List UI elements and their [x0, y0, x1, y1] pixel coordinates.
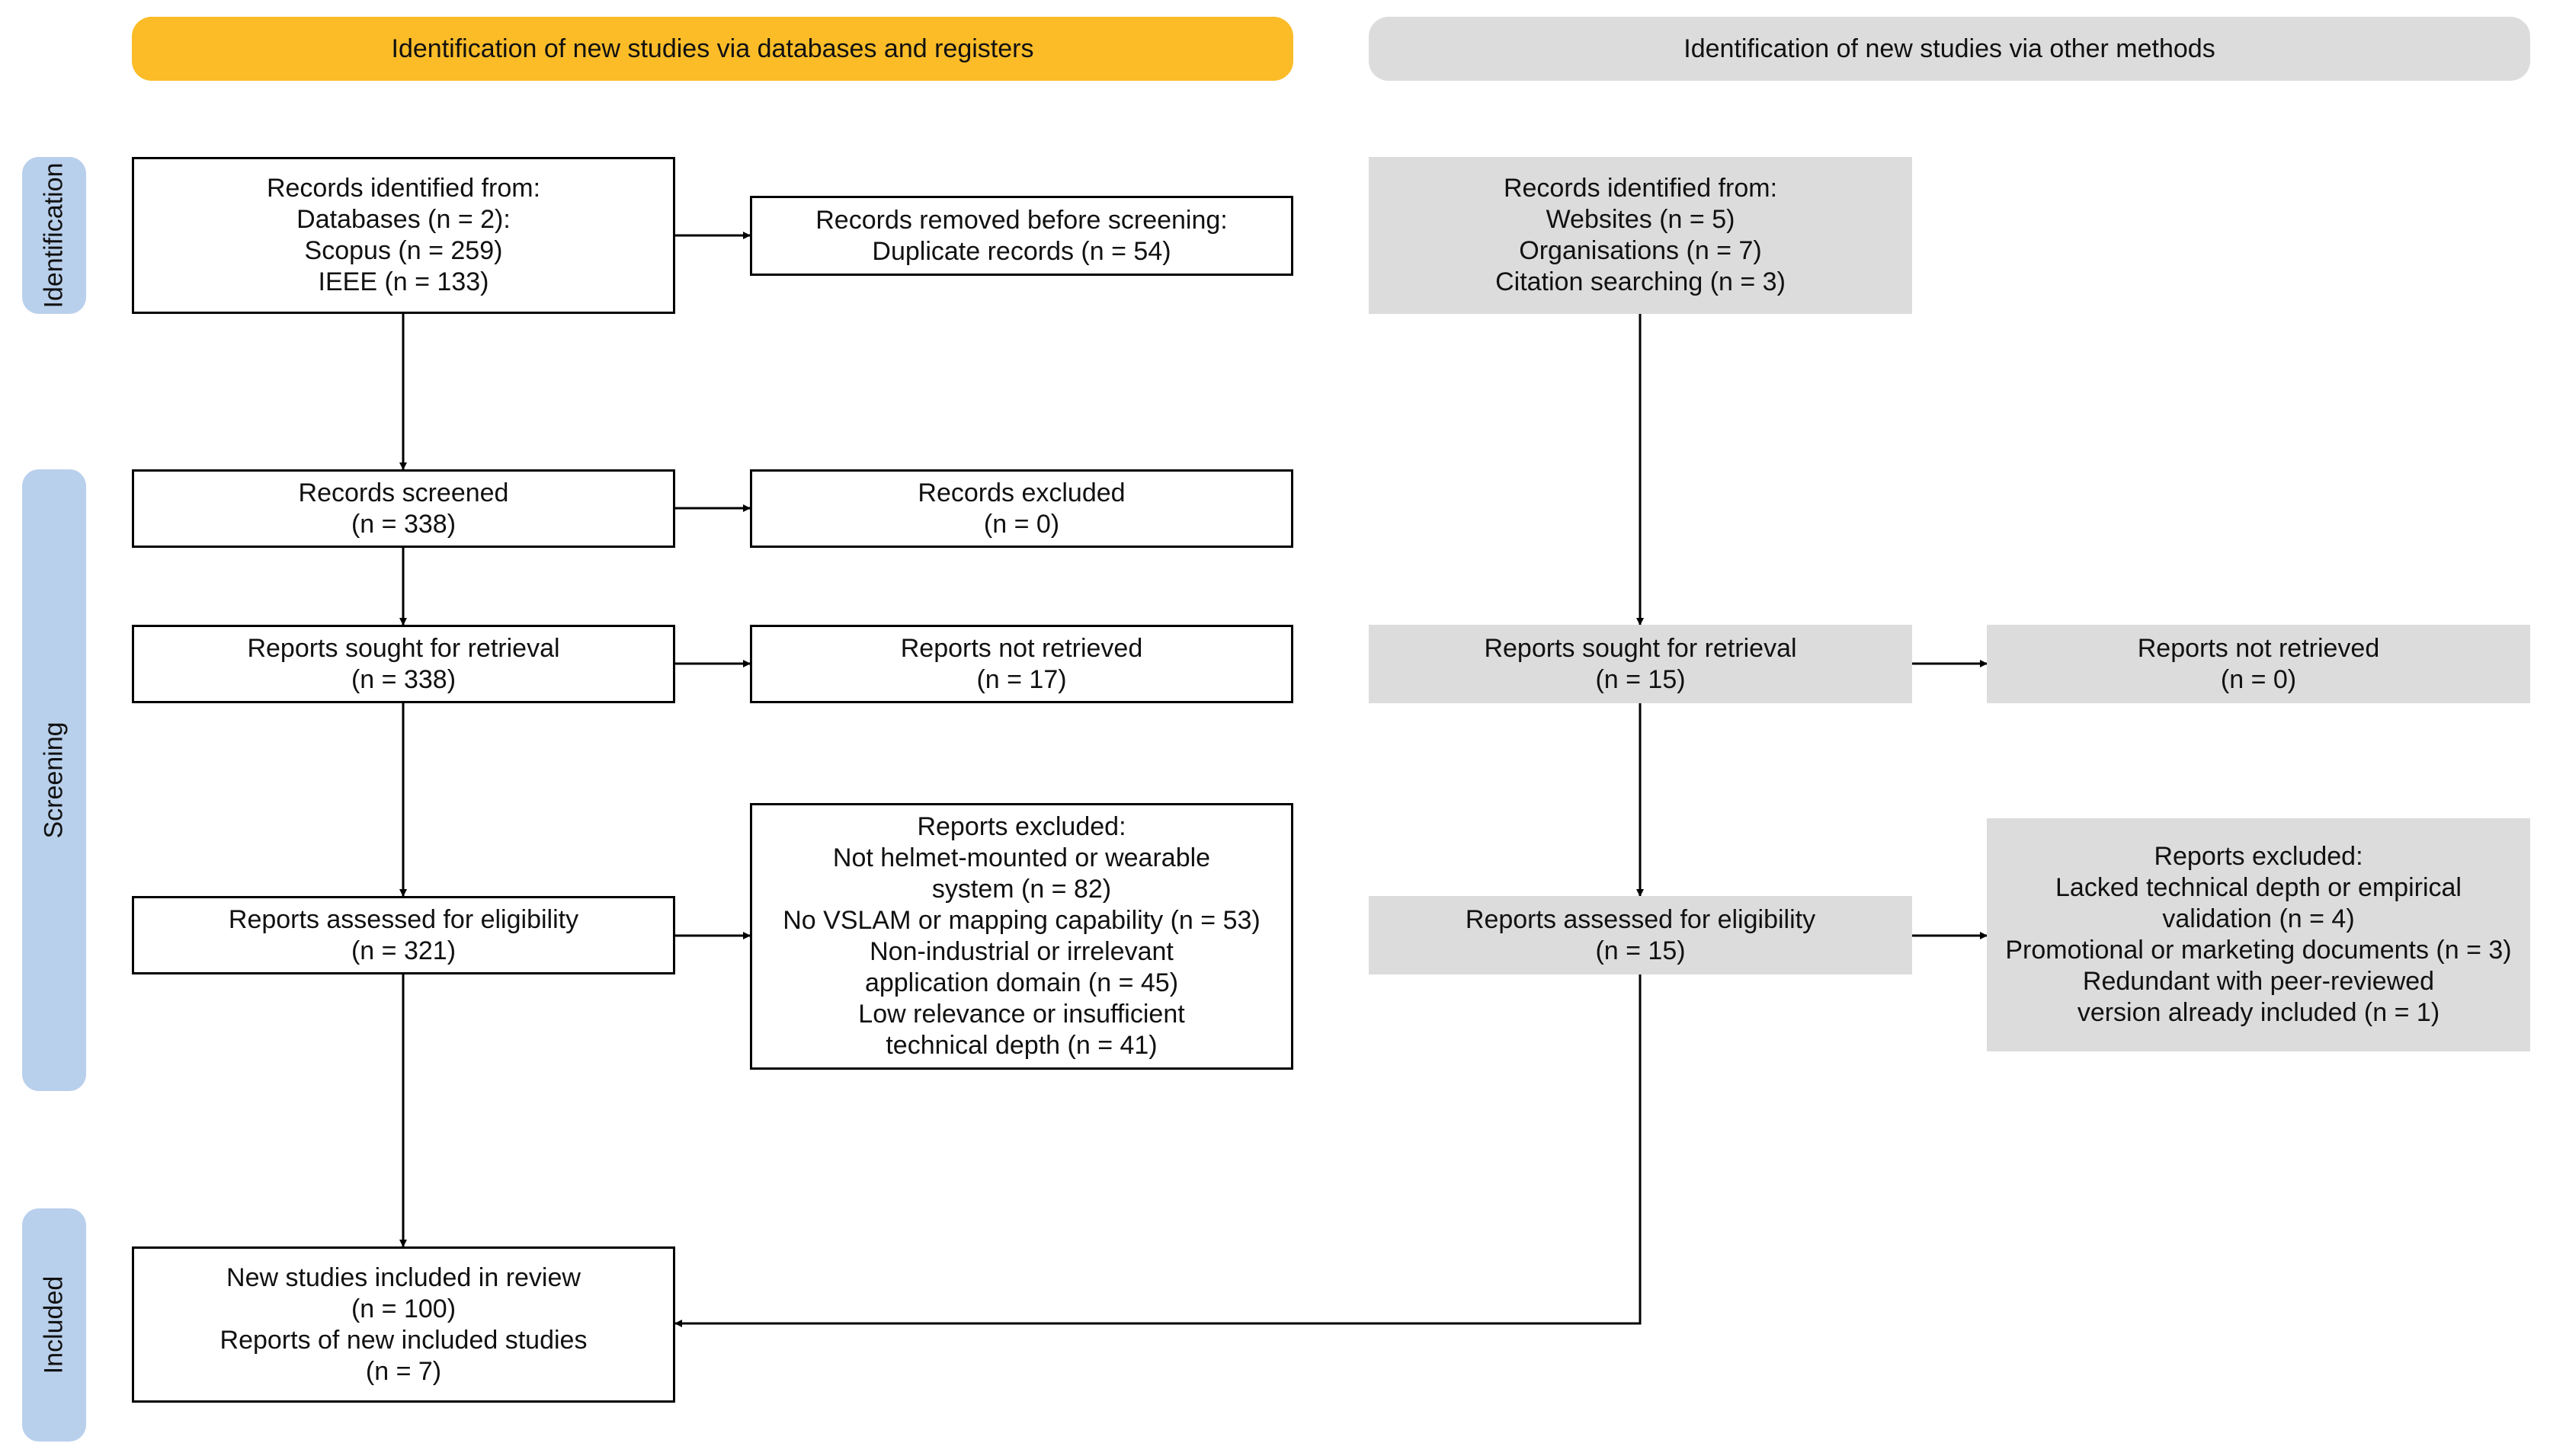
box-line: Records identified from: — [266, 174, 541, 203]
box-line: Reports sought for retrieval — [247, 633, 560, 663]
box-line: validation (n = 4) — [2162, 904, 2355, 933]
box-line: Reports not retrieved — [900, 633, 1143, 663]
box-line: Reports of new included studies — [219, 1325, 588, 1355]
box-line: Promotional or marketing documents (n = … — [2005, 936, 2512, 965]
header-left-label: Identification of new studies via databa… — [391, 34, 1034, 63]
box-other-reports-excluded: Reports excluded: Lacked technical depth… — [1987, 818, 2530, 1051]
box-other-reports-assessed: Reports assessed for eligibility (n = 15… — [1369, 896, 1912, 974]
box-db-records-excluded: Records excluded (n = 0) — [750, 469, 1293, 548]
box-line: Records removed before screening: — [815, 205, 1228, 235]
box-line: Reports assessed for eligibility — [1465, 904, 1816, 934]
box-line: Duplicate records (n = 54) — [872, 236, 1171, 266]
box-line: (n = 15) — [1595, 936, 1686, 965]
box-db-records-screened: Records screened (n = 338) — [132, 469, 675, 548]
box-other-records-identified: Records identified from: Websites (n = 5… — [1369, 157, 1912, 314]
box-db-reports-assessed: Reports assessed for eligibility (n = 32… — [132, 896, 675, 974]
box-db-reports-not-retrieved: Reports not retrieved (n = 17) — [750, 625, 1293, 703]
phase-identification: Identification — [22, 157, 86, 314]
box-line: Reports excluded: — [917, 812, 1126, 841]
box-line: system (n = 82) — [931, 875, 1112, 904]
box-line: No VSLAM or mapping capability (n = 53) — [783, 906, 1261, 935]
box-line: (n = 0) — [983, 509, 1060, 539]
box-line: Reports excluded: — [2154, 842, 2363, 871]
box-line: application domain (n = 45) — [864, 968, 1179, 997]
box-line: (n = 7) — [365, 1356, 442, 1386]
box-line: Scopus (n = 259) — [304, 236, 503, 265]
box-line: Not helmet-mounted or wearable — [832, 843, 1211, 872]
box-line: (n = 100) — [351, 1294, 457, 1323]
box-line: Reports sought for retrieval — [1484, 633, 1797, 663]
box-line: New studies included in review — [226, 1262, 581, 1292]
box-line: (n = 338) — [351, 509, 457, 539]
box-other-reports-sought: Reports sought for retrieval (n = 15) — [1369, 625, 1912, 703]
box-line: Non-industrial or irrelevant — [870, 937, 1174, 966]
box-line: Lacked technical depth or empirical — [2055, 873, 2462, 902]
box-db-records-removed: Records removed before screening: Duplic… — [750, 196, 1293, 276]
box-line: Records excluded — [918, 478, 1126, 507]
box-line: Records screened — [298, 478, 509, 507]
box-line: Databases (n = 2): — [296, 205, 511, 234]
box-line: Citation searching (n = 3) — [1495, 267, 1786, 296]
box-new-studies-included: New studies included in review (n = 100)… — [132, 1246, 675, 1403]
box-line: Reports not retrieved — [2137, 633, 2380, 663]
header-databases-registers: Identification of new studies via databa… — [132, 17, 1293, 81]
box-line: (n = 321) — [351, 936, 457, 965]
phase-included: Included — [22, 1208, 86, 1442]
box-line: (n = 0) — [2220, 664, 2297, 694]
box-line: Records identified from: — [1503, 174, 1778, 203]
box-line: Low relevance or insufficient — [858, 1000, 1185, 1029]
phase-screening: Screening — [22, 469, 86, 1091]
box-line: Redundant with peer-reviewed — [2082, 967, 2435, 996]
box-db-reports-excluded: Reports excluded: Not helmet-mounted or … — [750, 803, 1293, 1070]
box-line: Websites (n = 5) — [1546, 205, 1735, 234]
arrow-other-assessed-to-included — [674, 974, 1642, 1327]
box-other-reports-not-retrieved: Reports not retrieved (n = 0) — [1987, 625, 2530, 703]
header-other-methods: Identification of new studies via other … — [1369, 17, 2530, 81]
header-right-label: Identification of new studies via other … — [1683, 34, 2215, 63]
box-line: Reports assessed for eligibility — [228, 904, 579, 934]
box-line: (n = 338) — [351, 664, 457, 694]
box-db-records-identified: Records identified from: Databases (n = … — [132, 157, 675, 314]
box-db-reports-sought: Reports sought for retrieval (n = 338) — [132, 625, 675, 703]
box-line: Organisations (n = 7) — [1519, 236, 1762, 265]
box-line: (n = 17) — [976, 664, 1067, 694]
box-line: version already included (n = 1) — [2077, 998, 2440, 1027]
box-line: IEEE (n = 133) — [318, 267, 489, 296]
box-line: (n = 15) — [1595, 664, 1686, 694]
box-line: technical depth (n = 41) — [886, 1031, 1158, 1060]
